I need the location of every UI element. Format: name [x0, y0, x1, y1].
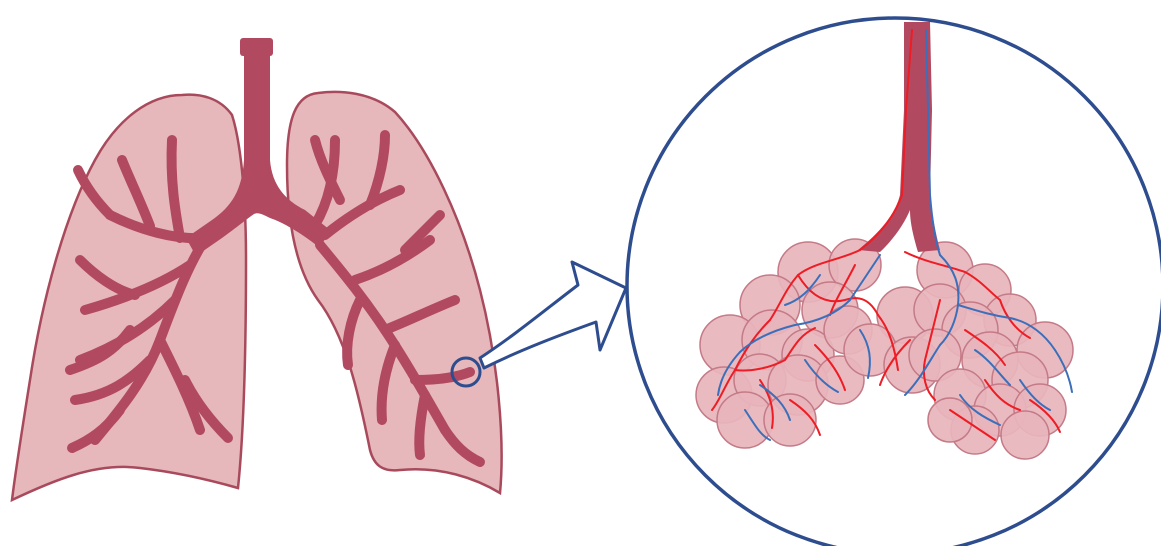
trachea-tube — [244, 52, 270, 165]
curved-arrow-icon — [480, 262, 626, 368]
alveolus — [1001, 411, 1049, 459]
zoom-ring — [627, 18, 1161, 546]
alveoli-magnified-view — [627, 18, 1161, 546]
lungs-illustration — [12, 38, 502, 500]
